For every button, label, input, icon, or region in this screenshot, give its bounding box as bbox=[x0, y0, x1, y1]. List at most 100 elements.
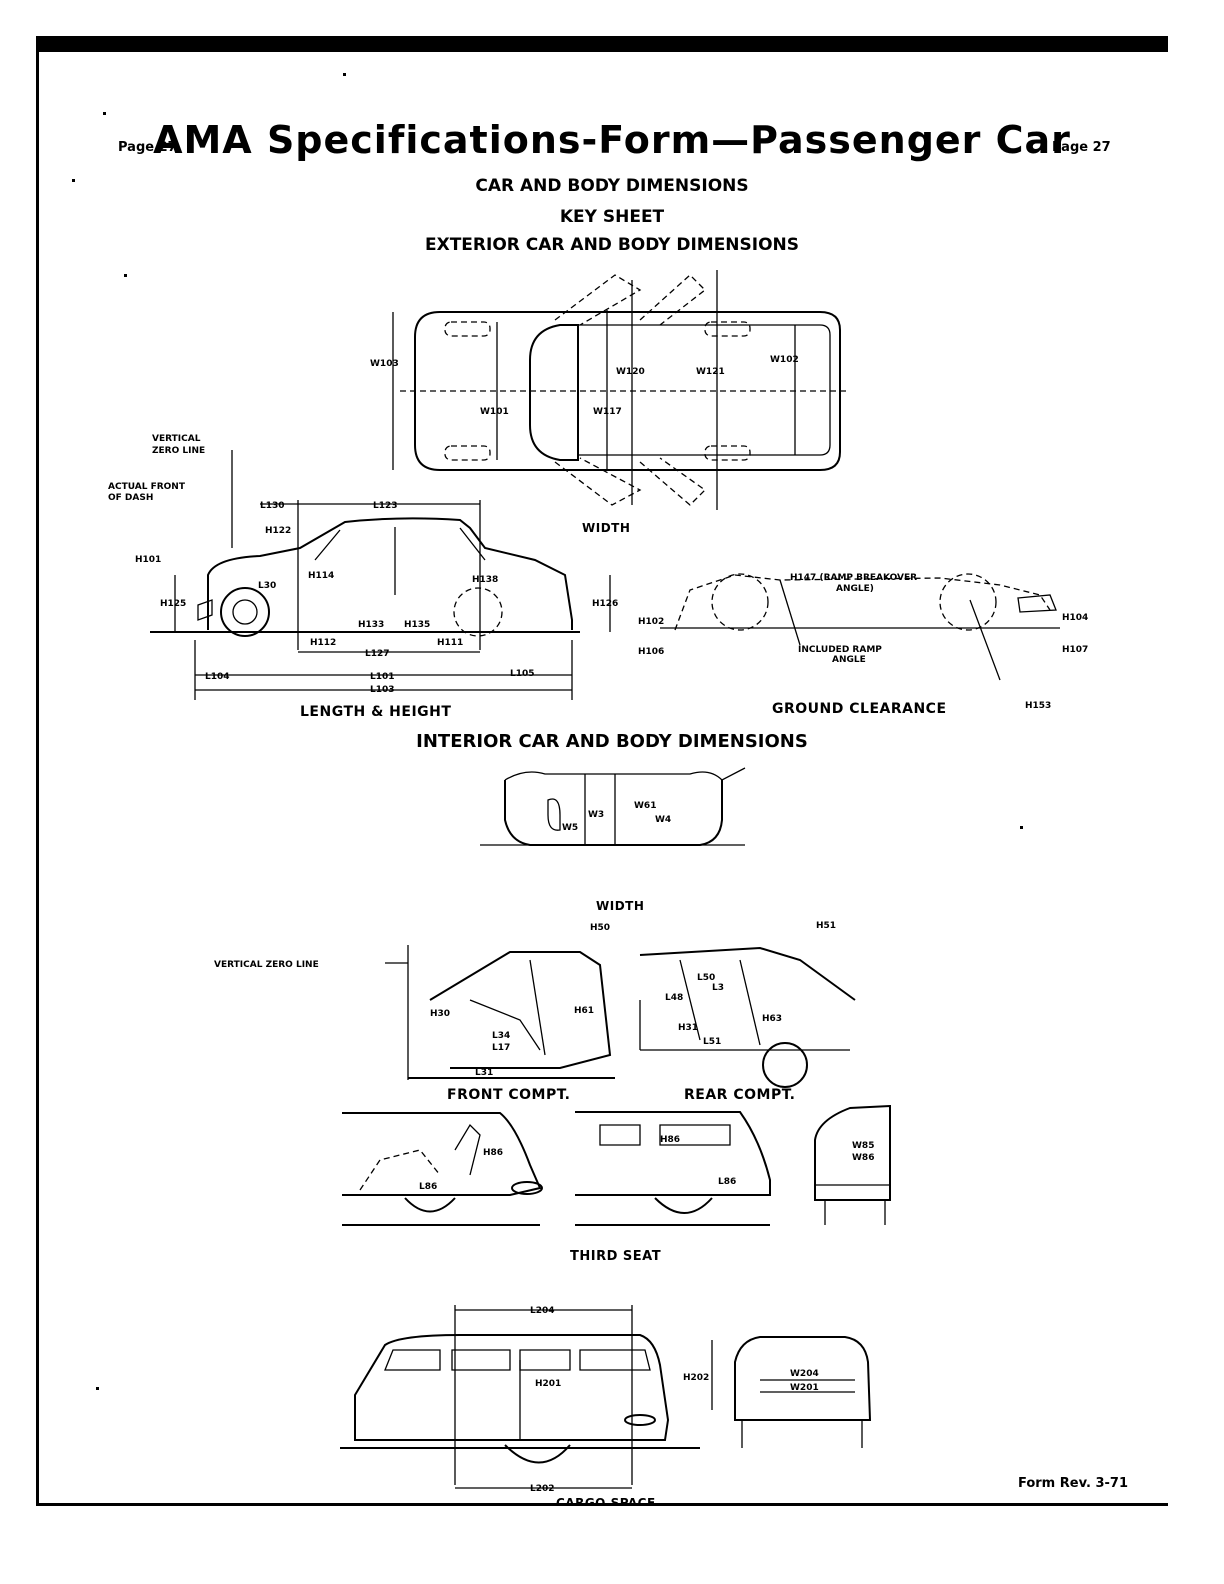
svg-text:W85: W85 bbox=[852, 1141, 874, 1151]
scan-speck bbox=[103, 112, 106, 115]
form-revision: Form Rev. 3-71 bbox=[1017, 1476, 1128, 1491]
svg-text:W3: W3 bbox=[588, 810, 604, 820]
svg-text:H147 (RAMP BREAKOVER: H147 (RAMP BREAKOVER bbox=[790, 573, 917, 583]
caption-width-top: WIDTH bbox=[582, 521, 631, 535]
caption-rear-compt: REAR COMPT. bbox=[684, 1087, 796, 1103]
svg-text:L204: L204 bbox=[530, 1306, 555, 1316]
svg-text:H30: H30 bbox=[430, 1009, 450, 1019]
scan-speck bbox=[1020, 826, 1023, 829]
svg-text:L101: L101 bbox=[370, 672, 395, 682]
page-number-left: Page 27 bbox=[118, 140, 177, 155]
scan-speck bbox=[343, 73, 346, 76]
left-border-line bbox=[36, 36, 39, 1506]
svg-text:L30: L30 bbox=[258, 581, 276, 591]
svg-text:L86: L86 bbox=[718, 1177, 736, 1187]
caption-third-seat: THIRD SEAT bbox=[570, 1249, 662, 1264]
svg-text:L202: L202 bbox=[530, 1484, 555, 1494]
svg-text:H63: H63 bbox=[762, 1014, 782, 1024]
subsection-heading: KEY SHEET bbox=[559, 207, 665, 227]
svg-text:H31: H31 bbox=[678, 1023, 698, 1033]
scan-speck bbox=[72, 179, 75, 182]
top-view-drawing: W103 W101 W120 W117 W121 W102 bbox=[370, 270, 850, 510]
exterior-heading: EXTERIOR CAR AND BODY DIMENSIONS bbox=[424, 235, 800, 255]
svg-text:H106: H106 bbox=[638, 647, 664, 657]
svg-text:L130: L130 bbox=[260, 501, 285, 511]
top-border-bar bbox=[38, 36, 1168, 52]
svg-text:W121: W121 bbox=[696, 367, 725, 377]
svg-text:H133: H133 bbox=[358, 620, 384, 630]
caption-cargo-space: CARGO SPACE bbox=[556, 1496, 656, 1504]
svg-text:L48: L48 bbox=[665, 993, 683, 1003]
svg-text:H125: H125 bbox=[160, 599, 186, 609]
svg-text:W86: W86 bbox=[852, 1153, 874, 1163]
svg-text:ZERO LINE: ZERO LINE bbox=[152, 446, 205, 456]
cargo-space-drawing: L204 H201 H202 W204 W201 L202 bbox=[340, 1305, 872, 1494]
caption-width-interior: WIDTH bbox=[596, 899, 645, 913]
svg-text:H86: H86 bbox=[660, 1135, 680, 1145]
interior-heading: INTERIOR CAR AND BODY DIMENSIONS bbox=[416, 731, 808, 752]
caption-ground-clearance: GROUND CLEARANCE bbox=[772, 701, 947, 717]
svg-text:VERTICAL: VERTICAL bbox=[152, 434, 201, 444]
svg-text:L103: L103 bbox=[370, 685, 395, 695]
svg-text:L123: L123 bbox=[373, 501, 398, 511]
page-number-right: Page 27 bbox=[1052, 140, 1111, 155]
svg-text:L105: L105 bbox=[510, 669, 535, 679]
svg-text:H50: H50 bbox=[590, 923, 610, 933]
side-view-drawing: VERTICAL ZERO LINE ACTUAL FRONT OF DASH … bbox=[108, 434, 618, 700]
caption-front-compt: FRONT COMPT. bbox=[447, 1087, 571, 1103]
svg-text:W120: W120 bbox=[616, 367, 645, 377]
svg-text:L17: L17 bbox=[492, 1043, 510, 1053]
svg-text:L104: L104 bbox=[205, 672, 230, 682]
svg-text:L51: L51 bbox=[703, 1037, 721, 1047]
page-title: AMA Specifications-Form—Passenger Car bbox=[153, 118, 1071, 162]
svg-text:W4: W4 bbox=[655, 815, 671, 825]
svg-text:L127: L127 bbox=[365, 649, 390, 659]
svg-text:L50: L50 bbox=[697, 973, 715, 983]
svg-text:W103: W103 bbox=[370, 359, 399, 369]
compartment-drawing: VERTICAL ZERO LINE H50 H30 L34 L17 H61 L… bbox=[214, 921, 856, 1088]
svg-text:ACTUAL FRONT: ACTUAL FRONT bbox=[108, 482, 186, 492]
svg-text:L86: L86 bbox=[419, 1182, 437, 1192]
svg-text:H107: H107 bbox=[1062, 645, 1088, 655]
svg-text:H122: H122 bbox=[265, 526, 291, 536]
svg-text:VERTICAL ZERO LINE: VERTICAL ZERO LINE bbox=[214, 960, 319, 970]
svg-text:H86: H86 bbox=[483, 1148, 503, 1158]
svg-text:W61: W61 bbox=[634, 801, 656, 811]
svg-text:W102: W102 bbox=[770, 355, 799, 365]
bottom-border-line bbox=[36, 1503, 1168, 1506]
svg-text:H135: H135 bbox=[404, 620, 430, 630]
svg-text:L31: L31 bbox=[475, 1068, 493, 1078]
svg-text:H126: H126 bbox=[592, 599, 618, 609]
third-seat-drawing: H86 L86 H86 L86 W85 W86 bbox=[342, 1104, 891, 1226]
svg-text:H51: H51 bbox=[816, 921, 836, 931]
scan-speck bbox=[96, 1387, 99, 1390]
svg-text:H138: H138 bbox=[472, 575, 498, 585]
svg-text:H201: H201 bbox=[535, 1379, 561, 1389]
svg-text:H153: H153 bbox=[1025, 701, 1051, 711]
svg-text:W204: W204 bbox=[790, 1369, 819, 1379]
svg-text:W101: W101 bbox=[480, 407, 509, 417]
section-heading: CAR AND BODY DIMENSIONS bbox=[475, 176, 749, 196]
svg-text:W5: W5 bbox=[562, 823, 578, 833]
interior-width-drawing: W5 W3 W61 W4 bbox=[480, 767, 746, 846]
svg-text:ANGLE): ANGLE) bbox=[836, 584, 874, 594]
svg-text:W117: W117 bbox=[593, 407, 622, 417]
svg-text:W201: W201 bbox=[790, 1383, 819, 1393]
svg-text:H104: H104 bbox=[1062, 613, 1088, 623]
ground-clearance-drawing: H147 (RAMP BREAKOVER ANGLE) H102 H106 IN… bbox=[638, 573, 1088, 711]
svg-text:H61: H61 bbox=[574, 1006, 594, 1016]
svg-text:H111: H111 bbox=[437, 638, 463, 648]
svg-text:OF DASH: OF DASH bbox=[108, 493, 153, 503]
scan-speck bbox=[124, 274, 127, 277]
svg-text:H102: H102 bbox=[638, 617, 664, 627]
caption-length-height: LENGTH & HEIGHT bbox=[300, 704, 452, 720]
svg-text:H202: H202 bbox=[683, 1373, 709, 1383]
svg-text:H101: H101 bbox=[135, 555, 161, 565]
svg-text:ANGLE: ANGLE bbox=[832, 655, 866, 665]
svg-text:H114: H114 bbox=[308, 571, 334, 581]
svg-text:L34: L34 bbox=[492, 1031, 510, 1041]
svg-text:H112: H112 bbox=[310, 638, 336, 648]
svg-text:L3: L3 bbox=[712, 983, 724, 993]
svg-text:INCLUDED RAMP: INCLUDED RAMP bbox=[798, 645, 882, 655]
